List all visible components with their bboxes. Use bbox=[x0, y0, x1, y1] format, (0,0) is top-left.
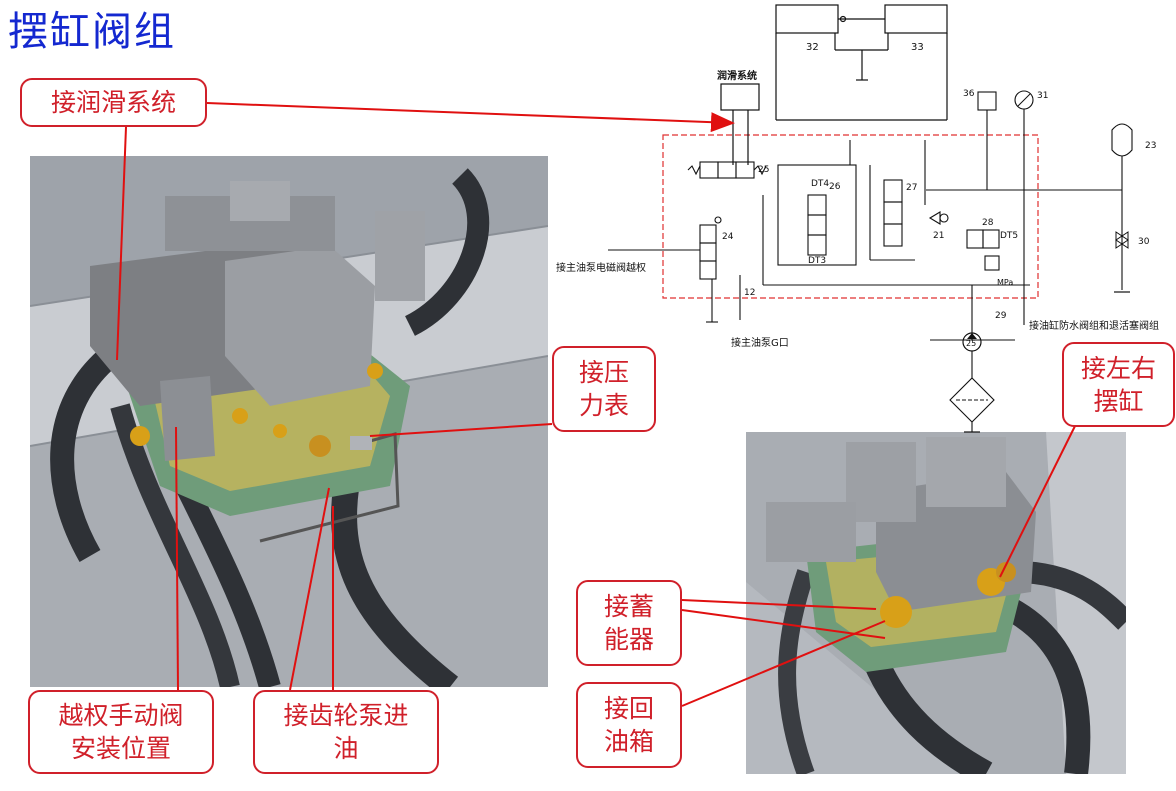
accumulator-23 bbox=[1111, 123, 1133, 157]
valve-24 bbox=[699, 216, 722, 280]
callout-gauge-line1: 接压 bbox=[578, 358, 629, 387]
valve-block-render-left bbox=[30, 156, 548, 687]
label-dt4: DT4 bbox=[811, 179, 829, 189]
valve-25 bbox=[687, 161, 767, 179]
callout-manual-valve: 越权手动阀 安装位置 bbox=[28, 690, 214, 774]
lube-system-box bbox=[720, 83, 760, 111]
valve-27 bbox=[869, 165, 915, 261]
callout-gear-pump-inlet: 接齿轮泵进 油 bbox=[253, 690, 439, 774]
callout-lube-text: 接润滑系统 bbox=[50, 88, 176, 117]
label-23: 23 bbox=[1145, 141, 1156, 151]
label-main-pump-valve: 接主油泵电磁阀越权 bbox=[556, 261, 646, 274]
callout-tank-line1: 接回 bbox=[603, 694, 654, 723]
label-25a: 25 bbox=[758, 165, 769, 175]
callout-gauge-line2: 力表 bbox=[578, 391, 629, 420]
callout-return-tank: 接回 油箱 bbox=[576, 682, 682, 768]
callout-accum-line2: 能器 bbox=[603, 625, 654, 654]
label-33: 33 bbox=[911, 42, 924, 53]
callout-manual-line2: 安装位置 bbox=[70, 734, 171, 763]
valve-26 bbox=[777, 164, 857, 266]
valve-block-photo-left bbox=[30, 156, 548, 687]
valve-group-boundary bbox=[662, 134, 1039, 299]
callout-pump-line2: 油 bbox=[333, 734, 359, 763]
label-28: 28 bbox=[982, 218, 994, 228]
valve-30 bbox=[1115, 231, 1129, 249]
lube-system-label: 润滑系统 bbox=[717, 69, 757, 82]
label-26: 26 bbox=[829, 182, 841, 192]
swing-cylinders bbox=[775, 4, 948, 121]
label-main-pump-g: 接主油泵G口 bbox=[731, 336, 789, 349]
label-cylinder-group: 接油缸防水阀组和退活塞阀组 bbox=[1029, 319, 1159, 332]
label-31: 31 bbox=[1037, 91, 1048, 101]
callout-swing-line2: 摆缸 bbox=[1093, 386, 1144, 416]
callout-accumulator: 接蓄 能器 bbox=[576, 580, 682, 666]
callout-manual-line1: 越权手动阀 bbox=[58, 701, 184, 730]
callout-pump-line1: 接齿轮泵进 bbox=[283, 701, 409, 730]
valve-21-28 bbox=[928, 211, 1000, 271]
callout-swing-line1: 接左右 bbox=[1080, 353, 1156, 383]
label-12: 12 bbox=[744, 288, 755, 298]
label-dt3: DT3 bbox=[808, 256, 826, 266]
label-30: 30 bbox=[1138, 237, 1150, 247]
label-25b: 25 bbox=[966, 339, 976, 348]
callout-tank-line2: 油箱 bbox=[603, 727, 654, 756]
label-36: 36 bbox=[963, 89, 975, 99]
label-24: 24 bbox=[722, 232, 734, 242]
label-21: 21 bbox=[933, 231, 944, 241]
callout-accum-line1: 接蓄 bbox=[603, 592, 654, 621]
label-29: 29 bbox=[995, 311, 1007, 321]
callout-swing-cylinders: 接左右 摆缸 bbox=[1062, 342, 1175, 427]
callout-lube-system: 接润滑系统 bbox=[20, 78, 207, 127]
label-32: 32 bbox=[806, 42, 819, 53]
callout-pressure-gauge: 接压 力表 bbox=[552, 346, 656, 432]
label-27: 27 bbox=[906, 183, 917, 193]
label-mpa: MPa bbox=[997, 278, 1013, 287]
page-title: 摆缸阀组 bbox=[8, 9, 176, 55]
pressure-sensor-36 bbox=[977, 91, 997, 111]
label-dt5: DT5 bbox=[1000, 231, 1018, 241]
